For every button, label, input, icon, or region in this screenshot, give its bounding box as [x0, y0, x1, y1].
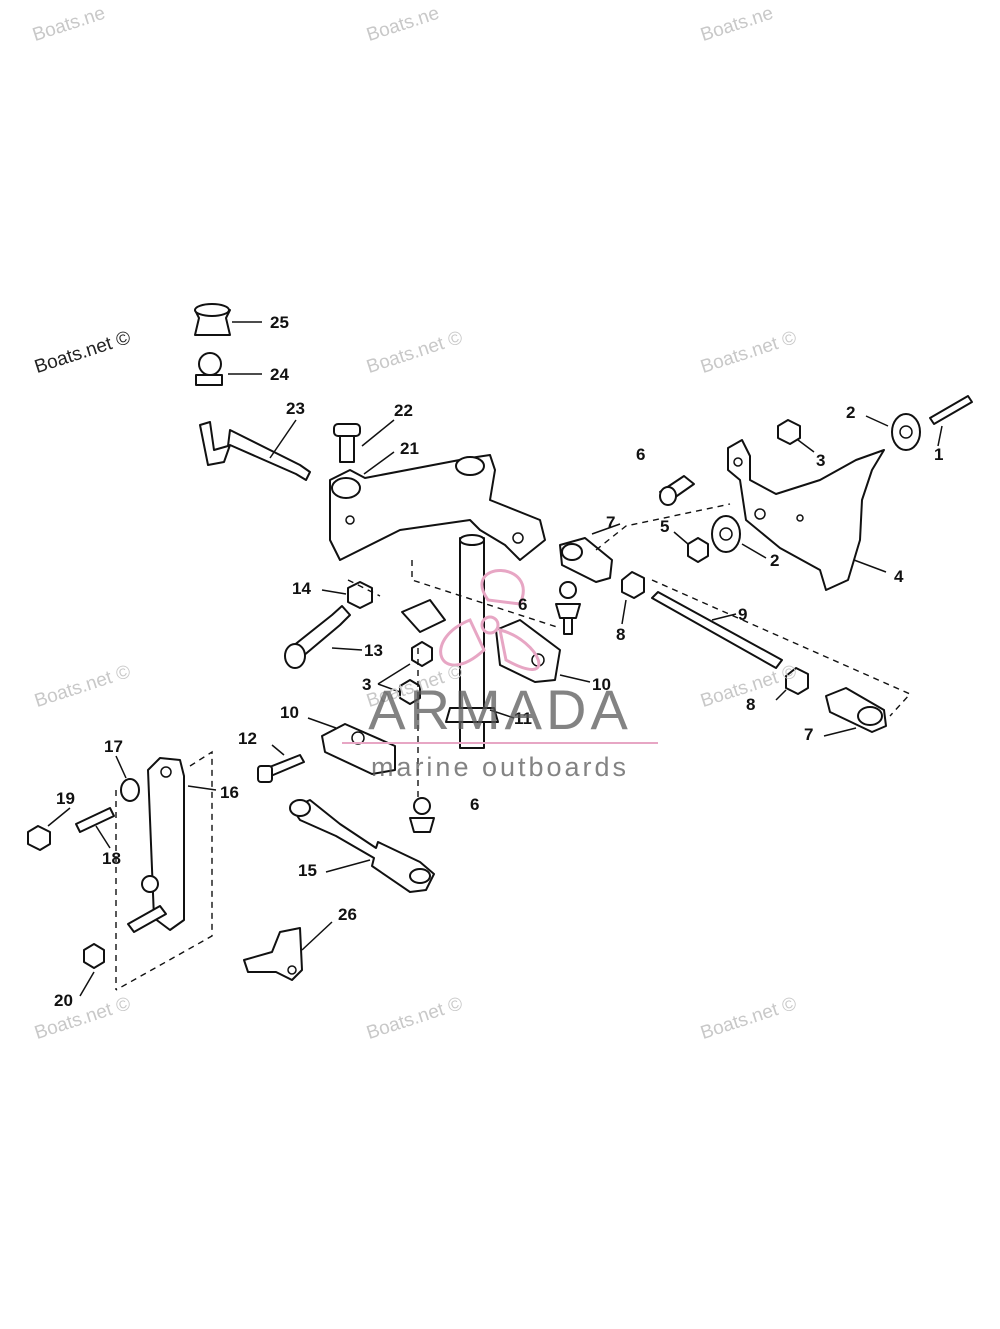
- callout-8-upper: 8: [616, 625, 625, 644]
- part-21-throttle-arm: [329, 451, 546, 561]
- part-7-link-end-lower: [823, 687, 887, 737]
- callout-2-upper: 2: [846, 403, 855, 422]
- part-3-nut-bracket: [777, 419, 815, 453]
- part-6-ball-studs: [409, 475, 695, 833]
- callout-16: 16: [220, 783, 239, 802]
- brand-tagline: marine outboards: [370, 752, 630, 782]
- callout-5: 5: [660, 517, 669, 536]
- callout-10-lower: 10: [280, 703, 299, 722]
- part-13-adjusting-screw: [284, 605, 363, 669]
- part-16-lever: [127, 757, 217, 933]
- callout-22: 22: [394, 401, 413, 420]
- part-shaft: [445, 534, 499, 749]
- part-2-washers: [711, 413, 921, 559]
- callout-3-upper: 3: [816, 451, 825, 470]
- callout-12: 12: [238, 729, 257, 748]
- callout-18: 18: [102, 849, 121, 868]
- callout-labels: 25 24 23 22 21 2 1 3 4 6 7 5 2 14 6 8 9 …: [54, 313, 943, 1010]
- part-7-link-end-upper: [559, 523, 621, 583]
- part-10-clamp-upper: [495, 619, 591, 683]
- part-10-clamp-lower: [307, 717, 396, 775]
- callout-7-upper: 7: [606, 513, 615, 532]
- callout-19: 19: [56, 789, 75, 808]
- callout-11: 11: [514, 709, 532, 728]
- callout-20: 20: [54, 991, 73, 1010]
- callout-2-lower: 2: [770, 551, 779, 570]
- callout-7-lower: 7: [804, 725, 813, 744]
- part-24-ball-stud: [195, 352, 262, 386]
- part-3-nuts: [377, 641, 433, 705]
- callout-13: 13: [364, 641, 383, 660]
- assembly-lines: [115, 503, 912, 991]
- part-5-nut: [673, 531, 709, 563]
- callout-24: 24: [270, 365, 289, 384]
- propeller-icon: [439, 569, 541, 671]
- callout-1: 1: [934, 445, 943, 464]
- part-12-screw: [257, 744, 305, 783]
- callout-26: 26: [338, 905, 357, 924]
- part-11-lever: [401, 599, 515, 719]
- brand-name: ARMADA: [368, 678, 632, 741]
- part-14-nut: [321, 581, 373, 609]
- callout-9: 9: [738, 605, 747, 624]
- brand-logo: ARMADA marine outboards: [330, 682, 670, 782]
- part-23-link-rod: [199, 419, 311, 481]
- callout-6-center: 6: [518, 595, 527, 614]
- part-25-bushing: [194, 303, 262, 336]
- callout-10-upper: 10: [592, 675, 611, 694]
- part-4-bracket: [727, 439, 887, 591]
- callout-25: 25: [270, 313, 289, 332]
- brand-divider: [342, 742, 658, 744]
- part-9-rod: [651, 591, 783, 669]
- part-1-screw: [929, 395, 973, 447]
- callout-21: 21: [400, 439, 419, 458]
- callout-17: 17: [104, 737, 123, 756]
- part-15-link: [289, 799, 435, 893]
- part-17-20-small-hardware: [27, 755, 140, 997]
- callout-15: 15: [298, 861, 317, 880]
- callout-6-upper: 6: [636, 445, 645, 464]
- callout-6-lower: 6: [470, 795, 479, 814]
- callout-8-lower: 8: [746, 695, 755, 714]
- callout-4: 4: [894, 567, 904, 586]
- part-26-clip: [243, 921, 333, 981]
- callout-23: 23: [286, 399, 305, 418]
- callout-14: 14: [292, 579, 311, 598]
- part-8-nuts: [621, 571, 809, 701]
- callout-3-center: 3: [362, 675, 371, 694]
- part-22-screw: [333, 419, 395, 463]
